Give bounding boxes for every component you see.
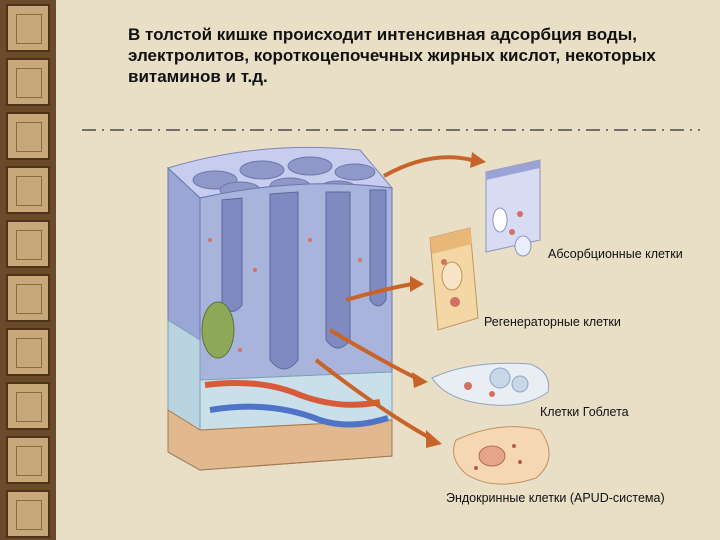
regenerative-cells-image: [430, 228, 478, 330]
absorptive-cells-label: Абсорбционные клетки: [548, 246, 683, 262]
goblet-cells-image: [432, 363, 549, 405]
tissue-block: [168, 147, 392, 470]
endocrine-cells-image: [454, 427, 550, 484]
goblet-cells-label: Клетки Гоблета: [540, 404, 629, 420]
absorptive-cells-image: [486, 160, 540, 256]
endocrine-cells-label: Эндокринные клетки (APUD-система): [446, 490, 665, 506]
arrow-to-absorptive: [384, 157, 472, 176]
regenerative-cells-label: Регенераторные клетки: [484, 314, 621, 330]
